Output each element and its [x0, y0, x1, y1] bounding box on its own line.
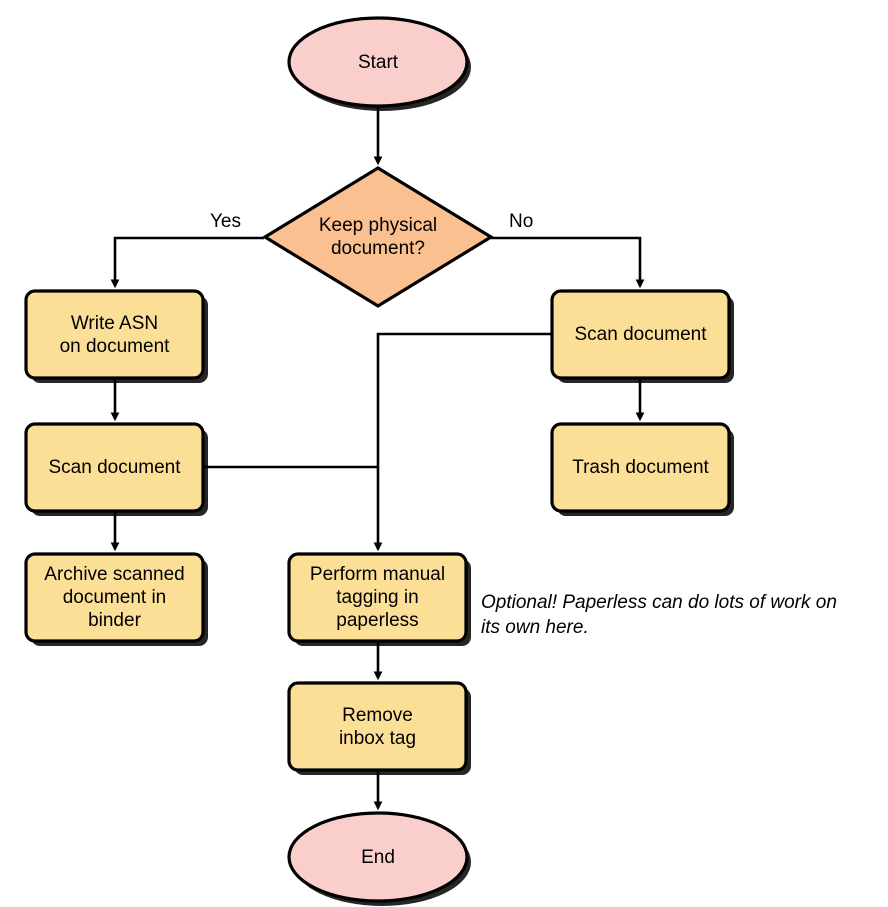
node-scan-document-right-shape[interactable] [550, 289, 731, 380]
node-start-shape[interactable] [287, 16, 469, 108]
edge-decision-no [491, 236, 645, 289]
node-remove-inbox-tag-shape[interactable] [287, 681, 468, 772]
edge-label-no: No [509, 211, 534, 232]
node-shapes [24, 16, 731, 903]
node-end-shape[interactable] [287, 811, 469, 903]
edge-scanright-to-tagging [373, 332, 552, 552]
edge-decision-yes [110, 236, 264, 289]
node-perform-manual-tagging-shape[interactable] [287, 552, 468, 643]
node-write-asn-shape[interactable] [24, 289, 205, 380]
node-decision-shape[interactable] [261, 166, 495, 308]
node-scan-document-left-shape[interactable] [24, 422, 205, 513]
node-trash-document-shape[interactable] [550, 422, 731, 513]
optional-note: Optional! Paperless can do lots of work … [481, 592, 837, 638]
node-archive-scanned-shape[interactable] [24, 552, 205, 643]
edge-label-yes: Yes [210, 211, 241, 232]
flow-connectors [110, 107, 645, 811]
